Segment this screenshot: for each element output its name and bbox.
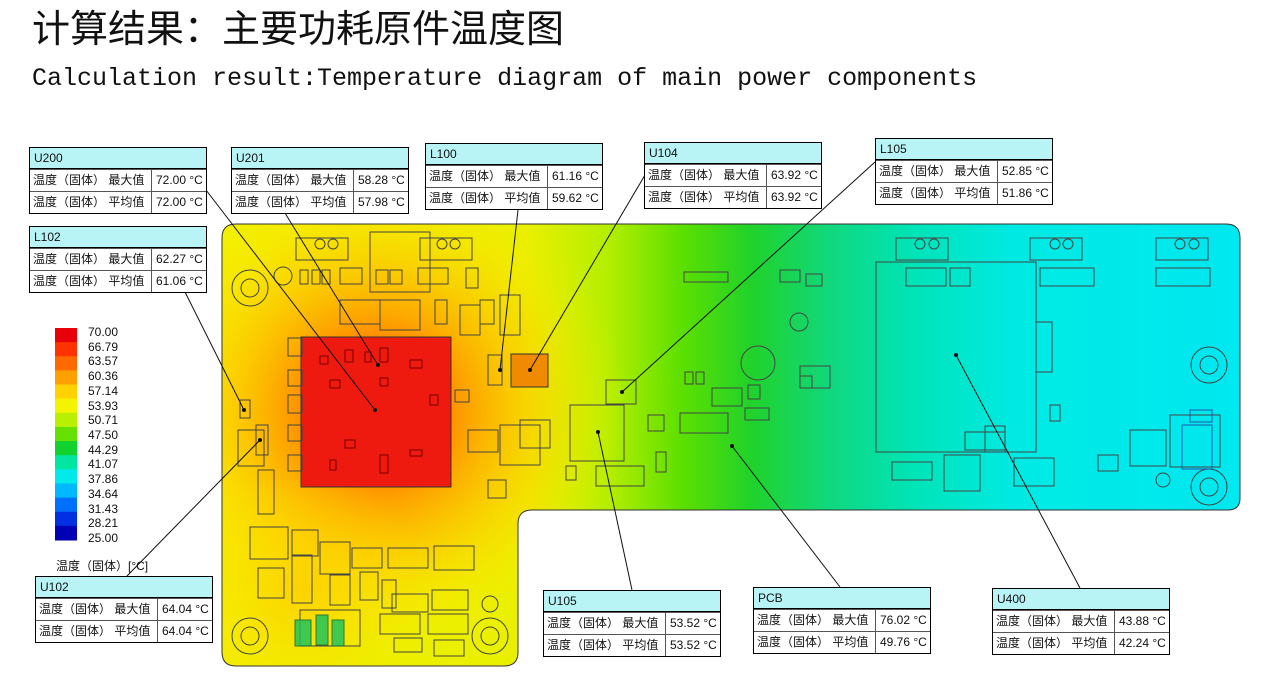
component-name: L100 [426,144,602,165]
legend-tick-label: 28.21 [88,516,119,531]
max-label: 温度（固体） 最大值 [993,611,1115,632]
component-table-l102: L102 温度（固体） 最大值 62.27 °C 温度（固体） 平均值 61.06 … [29,226,207,293]
component-table-l105: L105 温度（固体） 最大值 52.85 °C 温度（固体） 平均值 51.86 … [875,138,1053,205]
avg-label: 温度（固体） 平均值 [30,192,152,213]
component-table-u102: U102 温度（固体） 最大值 64.04 °C 温度（固体） 平均值 64.04 … [35,576,213,643]
max-label: 温度（固体） 最大值 [754,610,876,631]
max-label: 温度（固体） 最大值 [232,170,354,191]
max-label: 温度（固体） 最大值 [645,165,767,186]
legend-swatch [55,441,77,456]
max-value: 43.88 °C [1119,614,1166,628]
max-value: 72.00 °C [156,173,203,187]
avg-value: 61.06 °C [156,274,203,288]
legend-tick-label: 31.43 [88,501,119,516]
legend-swatch [55,370,77,386]
legend-color-bar [55,328,77,541]
avg-label: 温度（固体） 平均值 [36,621,158,642]
component-table-u201: U201 温度（固体） 最大值 58.28 °C 温度（固体） 平均值 57.98 … [231,147,409,214]
avg-label: 温度（固体） 平均值 [993,633,1115,654]
avg-label: 温度（固体） 平均值 [754,632,876,653]
max-label: 温度（固体） 最大值 [426,166,548,187]
avg-label: 温度（固体） 平均值 [544,635,666,656]
legend-tick-label: 25.00 [88,531,119,545]
avg-label: 温度（固体） 平均值 [645,187,767,208]
legend-tick-label: 41.07 [88,457,119,472]
avg-value: 72.00 °C [156,195,203,209]
avg-value: 51.86 °C [1002,186,1049,200]
legend-tick-label: 44.29 [88,442,119,457]
component-name: L102 [30,227,206,248]
max-value: 58.28 °C [358,173,405,187]
component-table-u104: U104 温度（固体） 最大值 63.92 °C 温度（固体） 平均值 63.92 … [644,142,822,209]
legend-swatch [55,398,77,414]
avg-value: 49.76 °C [880,635,927,649]
legend-swatch [55,483,77,499]
legend-swatch [55,511,77,527]
legend-swatch [55,497,77,513]
legend-tick-label: 63.57 [88,354,119,369]
legend-tick-label: 70.00 [88,325,119,339]
component-table-pcb: PCB 温度（固体） 最大值 76.02 °C 温度（固体） 平均值 49.76 °… [753,587,931,654]
legend-tick-label: 37.86 [88,472,119,487]
max-label: 温度（固体） 最大值 [36,599,158,620]
avg-value: 63.92 °C [771,190,818,204]
max-value: 62.27 °C [156,252,203,266]
component-name: L105 [876,139,1052,160]
component-table-u400: U400 温度（固体） 最大值 43.88 °C 温度（固体） 平均值 42.24 … [992,588,1170,655]
avg-value: 64.04 °C [162,624,209,638]
legend-tick-label: 57.14 [88,383,119,398]
legend-swatch [55,356,77,371]
component-name: U102 [36,577,212,598]
legend-swatch [55,455,77,470]
max-label: 温度（固体） 最大值 [30,249,152,270]
component-name: U201 [232,148,408,169]
legend-tick-label: 50.71 [88,413,119,428]
legend-swatch [55,342,77,357]
component-name: U104 [645,143,821,164]
page-subtitle: Calculation result:Temperature diagram o… [32,64,978,93]
avg-label: 温度（固体） 平均值 [30,271,152,292]
max-label: 温度（固体） 最大值 [544,613,666,634]
avg-label: 温度（固体） 平均值 [426,188,548,209]
max-label: 温度（固体） 最大值 [876,161,998,182]
component-table-l100: L100 温度（固体） 最大值 61.16 °C 温度（固体） 平均值 59.62 … [425,143,603,210]
max-value: 61.16 °C [552,169,599,183]
page-title: 计算结果：主要功耗原件温度图 [32,7,565,51]
legend-tick-label: 53.93 [88,398,119,413]
component-table-u200: U200 温度（固体） 最大值 72.00 °C 温度（固体） 平均值 72.00 … [29,147,207,214]
avg-value: 53.52 °C [670,638,717,652]
legend-tick-label: 34.64 [88,486,119,501]
legend-tick-label: 60.36 [88,369,119,384]
avg-label: 温度（固体） 平均值 [876,183,998,204]
avg-value: 57.98 °C [358,195,405,209]
legend-swatch [55,384,77,400]
max-label: 温度（固体） 最大值 [30,170,152,191]
component-name: U200 [30,148,206,169]
max-value: 76.02 °C [880,613,927,627]
max-value: 52.85 °C [1002,164,1049,178]
max-value: 63.92 °C [771,168,818,182]
legend-tick-label: 47.50 [88,428,119,442]
legend-title: 温度（固体）[°C] [56,559,149,573]
avg-value: 59.62 °C [552,191,599,205]
legend-swatch [55,426,77,442]
legend-swatch [55,412,77,428]
avg-label: 温度（固体） 平均值 [232,192,354,213]
legend-swatch [55,328,77,343]
legend-tick-label: 66.79 [88,339,119,354]
max-value: 53.52 °C [670,616,717,630]
legend-swatch [55,469,77,484]
component-name: PCB [754,588,930,609]
component-table-u105: U105 温度（固体） 最大值 53.52 °C 温度（固体） 平均值 53.52 … [543,590,721,657]
avg-value: 42.24 °C [1119,636,1166,650]
component-name: U105 [544,591,720,612]
legend-swatch [55,525,77,541]
component-name: U400 [993,589,1169,610]
max-value: 64.04 °C [162,602,209,616]
